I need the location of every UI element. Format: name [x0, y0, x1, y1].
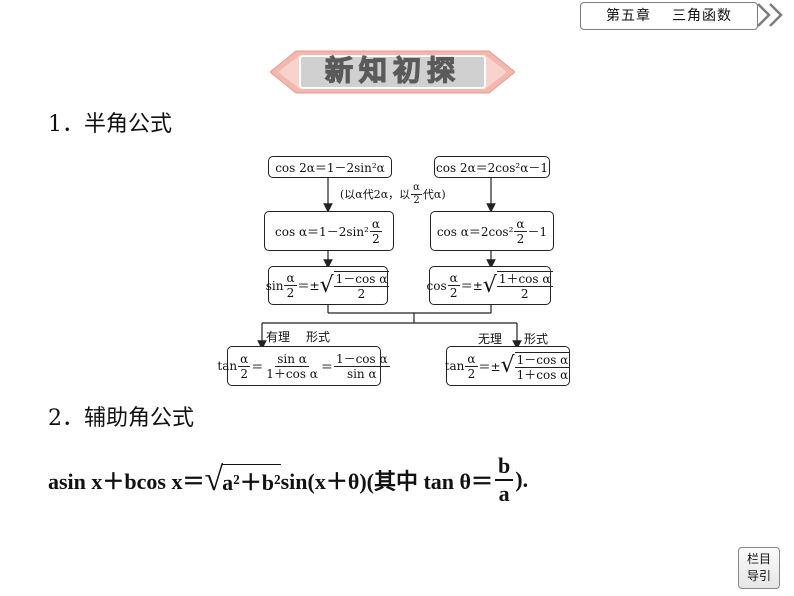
radical-sign-icon: √: [319, 272, 334, 298]
frac-num: 1－cos α: [333, 272, 390, 287]
label-rational: 有理: [266, 330, 291, 344]
formula-lhs: asin x＋bcos x＝: [48, 469, 205, 494]
radicand: a²＋b²: [222, 463, 281, 497]
frac-num: 1＋cos α: [496, 272, 553, 287]
frac-den: 2: [357, 287, 366, 301]
tan-fraction-2: 1－cos α sin α: [333, 351, 390, 381]
equals-sign: ＝: [251, 359, 264, 374]
section-heading-auxiliary-angle: 2．辅助角公式: [48, 406, 194, 431]
half-angle-fraction: α 2: [369, 216, 382, 246]
chapter-number: 第五章: [606, 8, 652, 24]
frac-den: 2: [467, 366, 476, 381]
formula-box-cos-a-cos-half: cos α＝2cos² α 2 －1: [430, 211, 554, 251]
fn-name: tan: [217, 359, 238, 373]
frac-den: 2: [520, 287, 529, 301]
square-root: √ 1＋cos α 2: [483, 271, 554, 300]
auxiliary-angle-formula: asin x＋bcos x＝ √ a²＋b² sin(x＋θ)(其中 tan θ…: [48, 452, 528, 508]
half-angle-fraction: α 2: [465, 351, 478, 381]
equals-pm: ＝±: [478, 359, 501, 374]
note-prefix: (以α代2α，以: [340, 188, 411, 201]
formula-box-cos2a-cos: cos 2α＝2cos²α－1: [434, 156, 550, 178]
half-angle-fraction: α 2: [447, 271, 460, 300]
section-nav-button[interactable]: 栏目 导引: [738, 547, 780, 589]
formula-text: cos 2α＝2cos²α－1: [436, 160, 548, 175]
frac-den: a: [498, 481, 510, 506]
frac-num: α: [369, 216, 382, 232]
note-fraction: α 2: [411, 181, 422, 206]
frac-num: α: [465, 351, 478, 367]
label-irrational: 无理: [478, 332, 503, 346]
square-root: √ 1－cos α 2: [320, 271, 391, 300]
banner-title: 新知初探: [324, 53, 461, 87]
radical-sign-icon: √: [482, 272, 497, 298]
formula-box-tan-half-rational: tan α 2 ＝ sin α 1＋cos α ＝ 1－cos α sin α: [217, 346, 390, 386]
frac-den: 1＋cos α: [516, 367, 569, 382]
section-banner: [270, 50, 515, 94]
frac-num: b: [495, 455, 514, 481]
fn-name: tan: [444, 359, 465, 373]
frac-den: sin α: [346, 366, 377, 381]
half-angle-fraction: α 2: [284, 271, 297, 300]
frac-num: sin α: [275, 351, 309, 367]
substitution-note: (以α代2α，以 α 2 代α): [340, 180, 446, 208]
formula-box-cos-half-angle: cos α 2 ＝± √ 1＋cos α 2: [426, 266, 554, 305]
frac-num: 1－cos α: [514, 352, 571, 368]
formula-end: ).: [515, 467, 529, 492]
formula-text: cos 2α＝1－2sin²α: [275, 160, 385, 175]
radicand-fraction: 1－cos α 1＋cos α: [514, 351, 571, 382]
fn-name: cos: [426, 278, 447, 293]
chapter-tab[interactable]: 第五章 三角函数: [580, 2, 758, 30]
frac-den: 2: [372, 231, 380, 246]
frac-num: α: [284, 271, 297, 286]
radicand-fraction: 1＋cos α 2: [496, 271, 553, 301]
fn-name: sin: [265, 278, 284, 293]
equals-pm: ＝±: [297, 279, 320, 293]
radicand-fraction: 1－cos α 2: [333, 271, 390, 301]
frac-num: α: [238, 351, 251, 367]
frac-num: α: [514, 216, 527, 232]
square-root: √ a²＋b²: [204, 461, 281, 498]
section-heading-half-angle: 1．半角公式: [48, 112, 172, 137]
label-form-right: 形式: [524, 332, 549, 346]
formula-lead: cos α＝1－2sin²: [275, 224, 369, 239]
nav-line-2: 导引: [746, 569, 771, 583]
label-form-left: 形式: [306, 330, 331, 344]
formula-tail: －1: [527, 224, 548, 239]
half-angle-fraction: α 2: [238, 351, 251, 381]
frac-den: 2: [449, 286, 458, 300]
note-suffix: 代α): [422, 188, 446, 201]
equals-sign: ＝: [320, 359, 333, 374]
radical-sign-icon: √: [500, 353, 515, 378]
formula-box-sin-half-angle: sin α 2 ＝± √ 1－cos α 2: [265, 266, 391, 305]
formula-lead: cos α＝2cos²: [436, 224, 514, 239]
tan-fraction-1: sin α 1＋cos α: [264, 353, 320, 380]
half-angle-fraction: α 2: [514, 216, 527, 246]
frac-den: 2: [240, 366, 248, 381]
formula-box-cos-a-sin-half: cos α＝1－2sin² α 2: [264, 211, 394, 251]
tan-theta-fraction: b a: [495, 455, 514, 506]
chapter-title: 三角函数: [671, 8, 732, 24]
frac-den: 2: [413, 194, 420, 206]
frac-num: α: [447, 271, 460, 286]
equals-pm: ＝±: [460, 279, 483, 293]
radical-sign-icon: √: [204, 461, 224, 498]
frac-den: 1＋cos α: [266, 366, 318, 381]
frac-den: 2: [516, 231, 525, 246]
formula-box-tan-half-irrational: tan α 2 ＝± √ 1－cos α 1＋cos α: [444, 346, 572, 386]
formula-box-cos2a-sin: cos 2α＝1－2sin²α: [268, 156, 392, 178]
frac-num: 1－cos α: [333, 351, 390, 367]
frac-num: α: [411, 181, 422, 195]
formula-middle: sin(x＋θ)(其中 tan θ＝: [280, 469, 494, 494]
chevron-right-icon: [757, 3, 771, 27]
chevron-right-icon: [769, 3, 783, 27]
frac-den: 2: [286, 286, 295, 300]
nav-line-1: 栏目: [746, 552, 771, 566]
square-root: √ 1－cos α 1＋cos α: [500, 351, 572, 382]
